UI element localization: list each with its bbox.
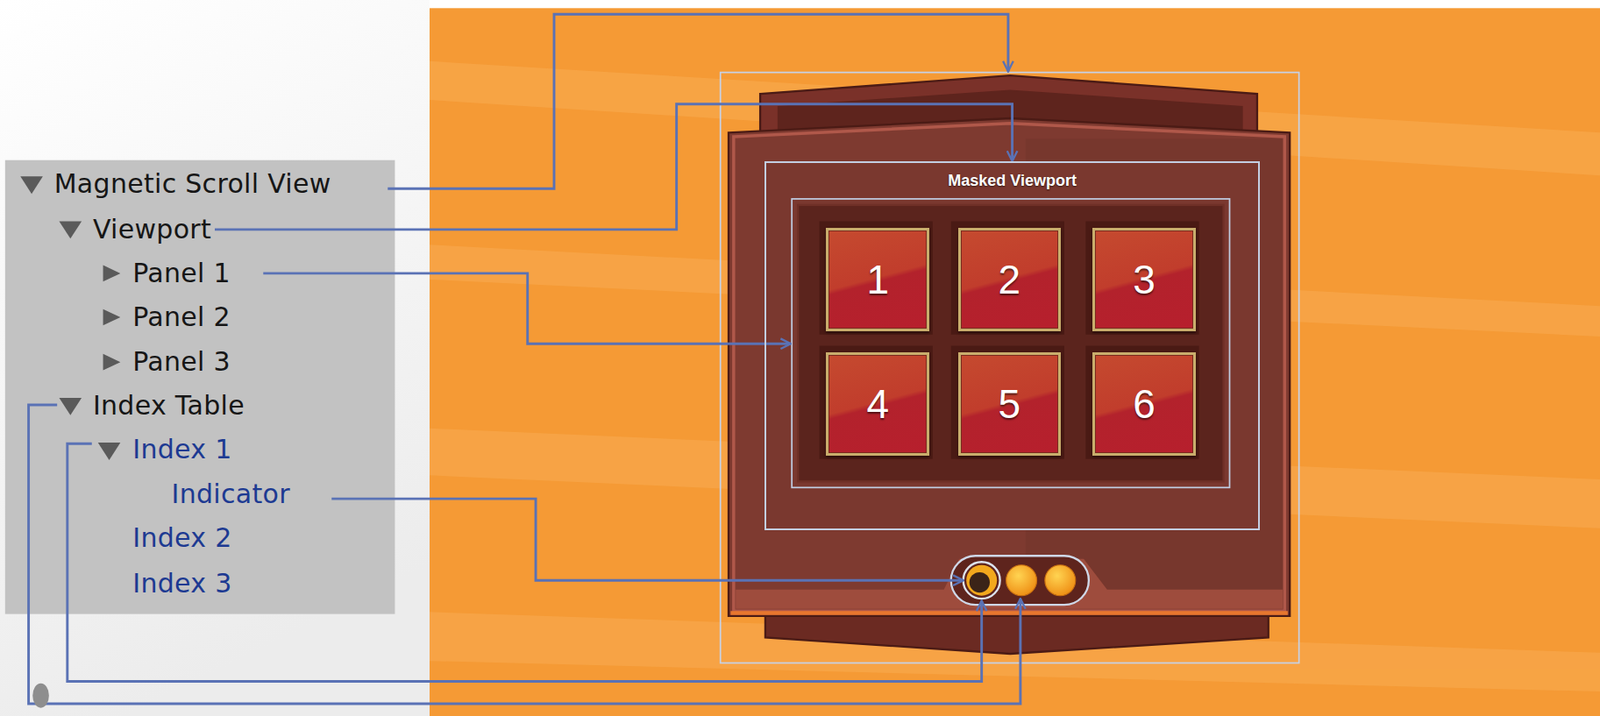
tile-slot [951, 346, 1065, 460]
stripe [429, 61, 1600, 176]
scroll-view-outline [720, 72, 1300, 664]
hierarchy-label: Index 1 [132, 434, 232, 466]
footer-bar [735, 559, 1283, 610]
hierarchy-label: Panel 1 [132, 258, 231, 290]
hierarchy-label: Index Table [92, 391, 245, 422]
leader-line [67, 443, 982, 682]
ground-stripes [429, 61, 1600, 692]
hierarchy-item: Index 3 [128, 568, 235, 600]
frame-rim [733, 123, 1286, 612]
frame-body [728, 118, 1290, 617]
hierarchy-item: Index 1 [128, 434, 235, 466]
expand-arrow [59, 398, 83, 416]
viewport-ground [764, 161, 1261, 531]
index-dot [1006, 565, 1038, 597]
expand-arrow [98, 442, 121, 461]
hierarchy-item: Panel 3 [128, 347, 235, 378]
level-tile: 3 [1092, 227, 1196, 332]
panel-outline [791, 199, 1230, 488]
orange-ground [429, 7, 1600, 716]
tile-slot [951, 221, 1065, 335]
page-ground [0, 0, 430, 716]
expand-arrow [59, 221, 83, 240]
leader-line [263, 273, 791, 344]
hierarchy-item: Indicator [168, 479, 294, 511]
frame-shade [1025, 138, 1283, 608]
panel-ground [797, 205, 1224, 482]
level-tile: 2 [958, 227, 1062, 332]
tile-slot [819, 346, 933, 460]
hierarchy-label: Viewport [92, 214, 212, 246]
connector-arrow [214, 104, 1013, 230]
hierarchy-panel [5, 160, 396, 615]
hierarchy-label: Index 3 [132, 568, 232, 600]
tile-slots [819, 221, 1200, 460]
frame-glow [730, 611, 1288, 616]
level-tile: 6 [1092, 352, 1196, 456]
viewport-label: Masked Viewport [766, 171, 1259, 192]
index-pill [951, 555, 1089, 605]
collapse-arrow [103, 354, 121, 371]
hierarchy-label: Magnetic Scroll View [54, 169, 332, 200]
tile-slot [1085, 221, 1199, 335]
frame-cap [760, 75, 1258, 138]
hierarchy-item: Index Table [89, 391, 249, 422]
hierarchy-label: Indicator [171, 479, 291, 511]
indicator-dot [969, 572, 990, 593]
level-tile: 1 [825, 227, 930, 332]
frame-bottom [765, 616, 1269, 655]
tile-number: 1 [866, 259, 889, 300]
index-dot [1045, 565, 1076, 597]
frame-cap-inner [777, 89, 1244, 131]
cursor-dot [32, 683, 50, 709]
hierarchy-label: Panel 3 [132, 347, 231, 378]
tile-number: 5 [998, 384, 1022, 425]
leader-lines [28, 14, 1021, 704]
collapse-arrow [103, 265, 121, 283]
tile-number: 2 [998, 259, 1022, 300]
hierarchy-item: Magnetic Scroll View [50, 169, 335, 200]
hierarchy-item: Viewport [89, 214, 215, 246]
leader-line [331, 498, 963, 581]
tile-number: 3 [1132, 259, 1156, 300]
tile-slot [819, 221, 933, 335]
index-dot [966, 565, 997, 597]
expand-arrow [20, 176, 43, 194]
collapse-arrow [103, 309, 121, 327]
hierarchy-label: Panel 2 [132, 302, 231, 334]
tile-number: 4 [866, 384, 889, 425]
hierarchy-item: Panel 1 [128, 258, 235, 290]
hierarchy-item: Panel 2 [128, 302, 235, 334]
hierarchy-item: Index 2 [128, 523, 235, 555]
hierarchy-label: Index 2 [132, 523, 232, 555]
masked-viewport-box: Masked Viewport 1 2 3 4 5 6 [764, 161, 1261, 531]
selection-ring [963, 561, 1001, 599]
level-tile: 5 [958, 352, 1062, 456]
tile-number: 6 [1132, 384, 1156, 425]
tile-slot [1085, 346, 1199, 460]
stripe [429, 611, 1600, 692]
level-tile: 4 [825, 352, 930, 456]
